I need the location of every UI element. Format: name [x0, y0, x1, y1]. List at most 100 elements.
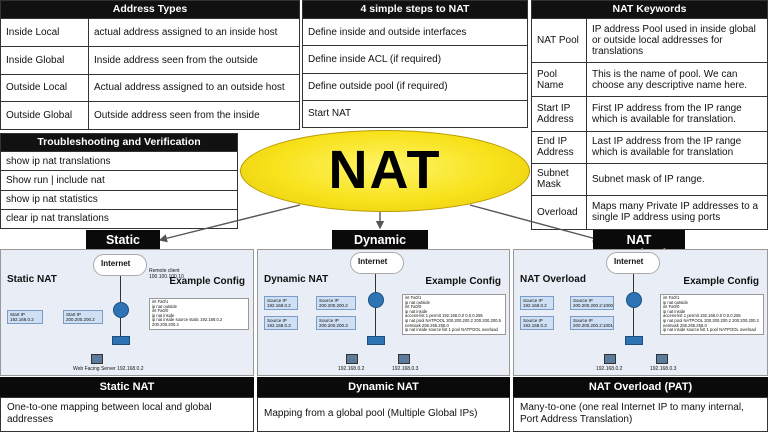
dynamic-nat-description: Mapping from a global pool (Multiple Glo…: [257, 397, 510, 432]
config-line: ip nat pool NATPOOL 200.200.200.2 200.20…: [405, 317, 501, 323]
panel-config-title: Example Config: [683, 276, 759, 287]
link-line: [120, 276, 121, 302]
server-label: Web Facing Server 192.168.0.2: [73, 366, 144, 372]
internet-cloud: [93, 254, 147, 276]
internet-label: Internet: [614, 257, 644, 266]
nat-step: Define inside ACL (if required): [302, 45, 528, 74]
router-icon: [113, 302, 129, 318]
pc-ip-label: 192.168.0.2: [596, 366, 623, 372]
config-line: ip nat pool NATPOOL 200.200.200.2 200.20…: [663, 317, 759, 323]
internet-label: Internet: [358, 257, 388, 266]
source-ip-box: Start IP 192.168.0.2: [7, 310, 43, 324]
troubleshooting-command: Show run | include nat: [0, 170, 238, 191]
pc-icon: [346, 354, 358, 364]
config-line: ip nat inside: [663, 308, 686, 314]
dynamic-nat-bottom-title: Dynamic NAT: [257, 377, 510, 397]
source-ip-box: Source IP 192.168.0.3: [264, 316, 298, 330]
panel-title: NAT Overload: [520, 274, 586, 285]
troubleshooting-command: show ip nat translations: [0, 150, 238, 172]
translated-ip-box: Source IP 200.200.200.2:1000: [570, 296, 614, 310]
source-ip-box: Source IP 192.168.0.2: [520, 296, 554, 310]
troubleshooting-command: show ip nat statistics: [0, 189, 238, 210]
nat-overload-description: Many-to-one (one real Internet IP to man…: [513, 397, 768, 432]
nat-steps-header: 4 simple steps to NAT: [302, 0, 528, 19]
address-type-value: Inside address seen from the outside: [88, 45, 300, 75]
address-type-value: Actual address assigned to an outside ho…: [88, 73, 300, 103]
source-ip-box: Source IP 192.168.0.2: [264, 296, 298, 310]
nat-center-label: NAT: [328, 140, 442, 200]
config-line: netmask 255.255.255.0: [663, 322, 707, 328]
panel-config-title: Example Config: [425, 276, 501, 287]
config-box: int Fa0/1 ip nat outside int Fa0/0 ip na…: [402, 294, 506, 335]
address-type-key: Inside Global: [0, 45, 89, 75]
config-box: int Fa0/1 ip nat outside int Fa0/0 ip na…: [660, 294, 764, 335]
source-ip-box: Source IP 192.168.0.3: [520, 316, 554, 330]
config-line: access-list 1 permit 192.168.0.0 0.0.0.2…: [663, 313, 741, 319]
config-line: ip nat inside: [152, 312, 175, 318]
switch-icon: [112, 336, 130, 345]
keyword-value: This is the name of pool. We can choose …: [586, 62, 768, 98]
panel-config-title: Example Config: [169, 276, 245, 287]
translated-ip-box: Source IP 200.200.200.3: [316, 316, 356, 330]
link-line: [375, 308, 376, 336]
remote-client-label: Remote client 100.100.100.10: [149, 268, 184, 280]
link-line: [120, 318, 121, 336]
config-line: access-list 1 permit 192.168.0.0 0.0.0.2…: [405, 313, 483, 319]
config-line: ip nat outside: [663, 299, 688, 305]
static-nat-description: One-to-one mapping between local and glo…: [0, 397, 254, 432]
address-type-value: Outside address seen from the inside: [88, 101, 300, 130]
internet-cloud: [606, 252, 660, 274]
keyword-key: NAT Pool: [531, 18, 587, 64]
pc-icon: [604, 354, 616, 364]
translated-ip-box: Source IP 200.200.200.2: [316, 296, 356, 310]
nat-step: Define inside and outside interfaces: [302, 17, 528, 47]
static-nat-bottom-title: Static NAT: [0, 377, 254, 397]
pc-ip-label: 192.168.0.3: [650, 366, 677, 372]
keyword-value: Maps many Private IP addresses to a sing…: [586, 194, 768, 231]
config-line: int Fa0/1: [663, 295, 680, 300]
nat-center-oval: NAT: [240, 130, 530, 212]
pc-icon: [656, 354, 668, 364]
nat-keywords-header: NAT Keywords: [531, 0, 768, 20]
troubleshooting-table: Troubleshooting and Verification show ip…: [0, 133, 238, 230]
arrow-to-overload: [469, 204, 602, 243]
config-line: ip nat inside source list 1 pool NATPOOL…: [405, 327, 498, 333]
pc-icon: [398, 354, 410, 364]
config-box: int Fa0/1 ip nat outside int Fa0/0 ip na…: [149, 298, 249, 330]
config-line: ip nat outside: [152, 303, 177, 309]
nat-steps-table: 4 simple steps to NAT Define inside and …: [302, 0, 528, 129]
translated-ip-box: Start IP 200.200.200.2: [63, 310, 103, 324]
address-type-key: Outside Local: [0, 73, 89, 103]
panel-title: Dynamic NAT: [264, 274, 329, 285]
config-line: ip nat inside source static 192.168.0.2 …: [152, 317, 223, 327]
keyword-key: End IP Address: [531, 130, 587, 164]
connector-arrows: [158, 204, 602, 243]
config-line: ip nat inside source list 1 pool NATPOOL…: [663, 327, 756, 333]
link-line: [633, 274, 634, 292]
pc-ip-label: 192.168.0.3: [392, 366, 419, 372]
nat-step: Start NAT: [302, 99, 528, 129]
translated-ip-box: Source IP 200.200.200.2:1001: [570, 316, 614, 330]
router-icon: [626, 292, 642, 308]
config-line: int Fa0/0: [405, 304, 422, 310]
static-nat-diagram: Internet Remote client 100.100.100.10 St…: [0, 249, 254, 376]
config-line: netmask 255.255.255.0: [405, 322, 449, 328]
internet-label: Internet: [101, 259, 131, 268]
address-types-header: Address Types: [0, 0, 300, 19]
keyword-key: Subnet Mask: [531, 162, 587, 196]
config-line: int Fa0/1: [405, 295, 422, 300]
switch-icon: [625, 336, 643, 345]
internet-cloud: [350, 252, 404, 274]
panel-title: Static NAT: [7, 274, 57, 285]
link-line: [633, 308, 634, 336]
config-line: ip nat inside: [405, 308, 428, 314]
keyword-value: Last IP address from the IP range which …: [586, 130, 768, 164]
config-line: ip nat outside: [405, 299, 430, 305]
nat-overload-bottom-title: NAT Overload (PAT): [513, 377, 768, 397]
troubleshooting-command: clear ip nat translations: [0, 208, 238, 230]
pc-ip-label: 192.168.0.2: [338, 366, 365, 372]
troubleshooting-header: Troubleshooting and Verification: [0, 133, 238, 152]
server-icon: [91, 354, 103, 364]
